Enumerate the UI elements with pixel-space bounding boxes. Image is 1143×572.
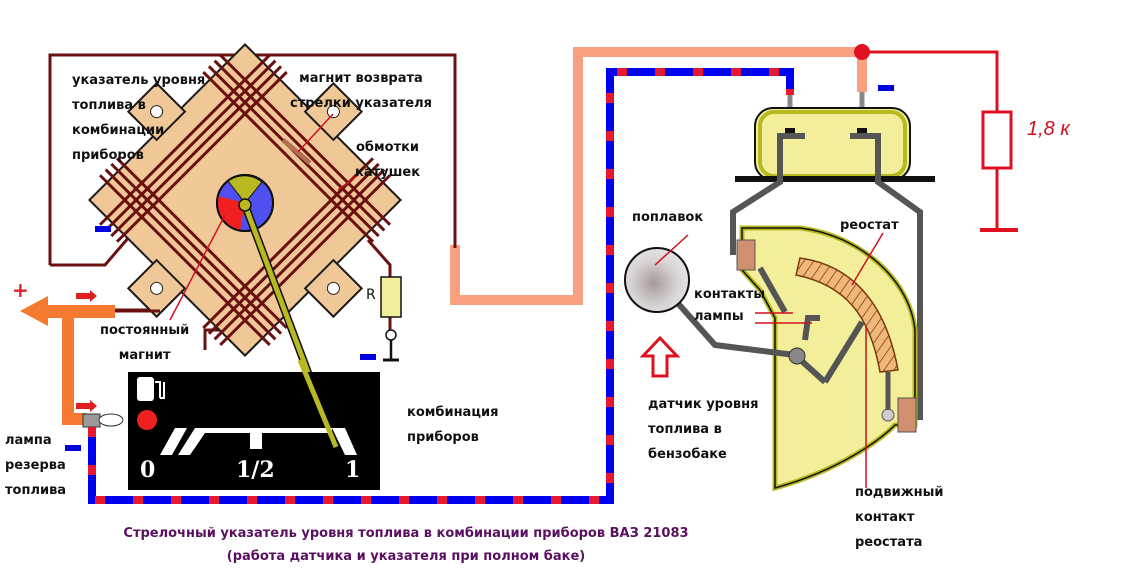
label-permanent-magnet: постоянный магнит bbox=[100, 323, 190, 363]
label-resistor-r: R bbox=[366, 287, 376, 303]
minus-marker bbox=[65, 445, 81, 451]
label-rheostat: реостат bbox=[840, 218, 899, 233]
return-magnet bbox=[281, 138, 312, 165]
label-coils: обмотки катушек bbox=[355, 140, 421, 180]
caption-line-2: (работа датчика и указателя при полном б… bbox=[226, 549, 586, 564]
label-resistor-value: 1,8 к bbox=[1027, 118, 1070, 140]
reserve-lamp-icon bbox=[82, 413, 124, 428]
plus-supply-wire bbox=[20, 296, 160, 425]
resistor-1k8 bbox=[862, 50, 1018, 232]
caption-line-1: Стрелочный указатель уровня топлива в ко… bbox=[123, 526, 689, 541]
fuel-pump-icon bbox=[137, 377, 154, 401]
label-moving-contact: подвижный контакт реостата bbox=[855, 485, 944, 550]
leader-lines bbox=[169, 113, 884, 488]
reserve-warning-dot bbox=[137, 410, 157, 430]
float bbox=[624, 247, 690, 313]
ground-wire bbox=[88, 68, 794, 504]
minus-marker bbox=[95, 226, 111, 232]
label-sensor: датчик уровня топлива в бензобаке bbox=[648, 397, 759, 462]
minus-marker bbox=[360, 354, 376, 360]
gauge-face bbox=[128, 372, 380, 490]
gauge-mark-half: 1/2 bbox=[236, 457, 275, 483]
gauge-mark-full: 1 bbox=[345, 457, 361, 483]
label-cluster: комбинация приборов bbox=[407, 405, 499, 445]
label-indicator: указатель уровня топлива в комбинации пр… bbox=[72, 73, 206, 163]
resistor-r bbox=[380, 276, 402, 362]
rheostat-coil bbox=[795, 257, 899, 373]
current-arrow-icon bbox=[76, 290, 97, 302]
label-reserve-lamp: лампа резерва топлива bbox=[5, 433, 67, 498]
up-arrow-icon bbox=[639, 335, 681, 378]
sensor-head bbox=[735, 92, 935, 182]
gauge-mark-empty: 0 bbox=[140, 457, 156, 483]
junction-node bbox=[854, 44, 870, 60]
label-return-magnet: магнит возврата стрелки указателя bbox=[290, 71, 432, 111]
coil-windings bbox=[98, 53, 392, 347]
label-float: поплавок bbox=[632, 210, 704, 225]
current-arrow-icon bbox=[76, 400, 97, 412]
minus-marker bbox=[878, 85, 894, 91]
label-lamp-contacts: контакты лампы bbox=[694, 287, 766, 324]
plus-sign: + bbox=[12, 278, 29, 302]
sensor-frame bbox=[730, 133, 923, 420]
